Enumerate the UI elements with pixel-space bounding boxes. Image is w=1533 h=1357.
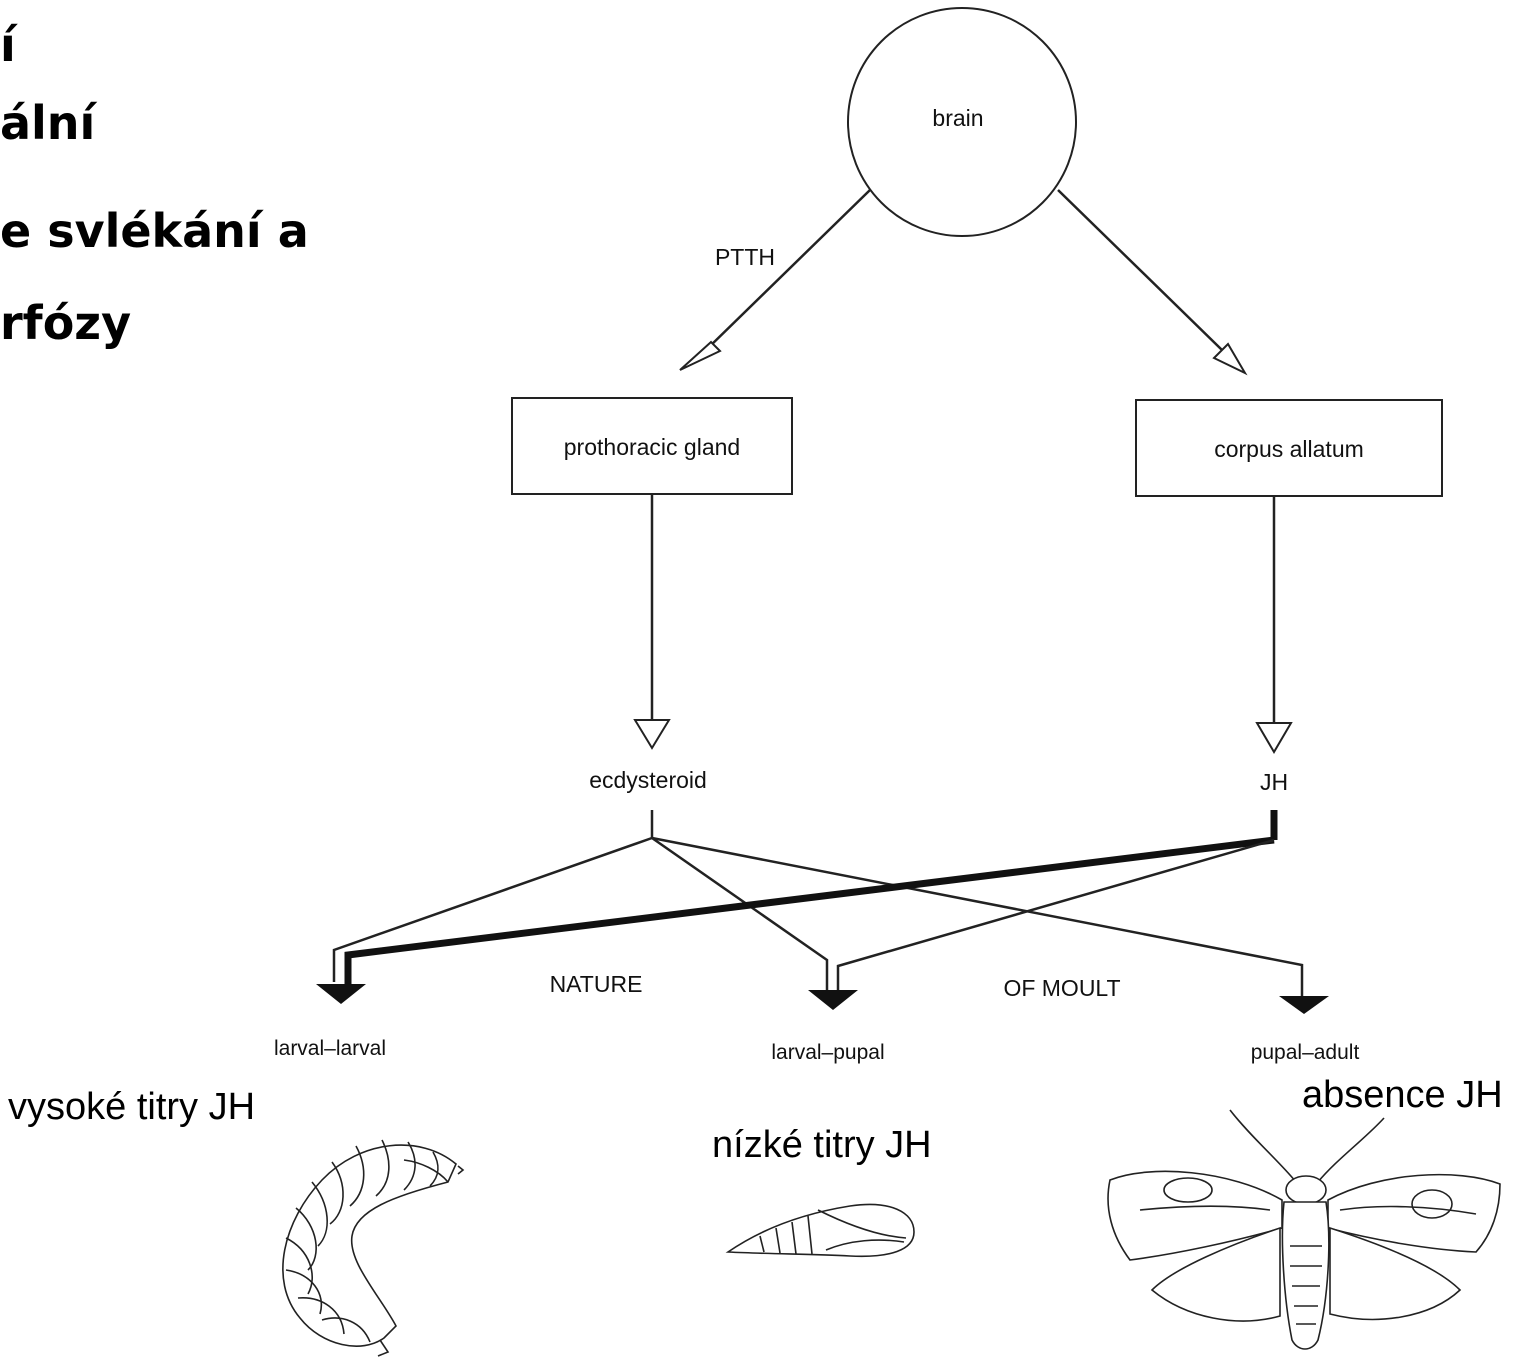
ecdysteroid-to-pupal-adult-line (652, 838, 1302, 996)
low-jh-annotation: nízké titry JH (712, 1124, 932, 1167)
ptth-arrow-line (706, 190, 870, 350)
corpus-allatum-label: corpus allatum (1214, 436, 1364, 462)
high-jh-annotation: vysoké titry JH (8, 1086, 255, 1129)
pupa-illustration (728, 1204, 914, 1256)
ecdysteroid-to-larval-larval-line (334, 838, 652, 982)
ptth-label: PTTH (715, 244, 775, 270)
moth-illustration (1108, 1110, 1500, 1349)
brain-to-corpus-line (1058, 190, 1222, 350)
brain-label: brain (932, 105, 983, 131)
ptth-arrowhead (680, 342, 720, 370)
ecdysteroid-label: ecdysteroid (589, 767, 707, 793)
larval-larval-arrowhead (316, 984, 366, 1004)
absence-jh-annotation: absence JH (1302, 1074, 1503, 1117)
nature-label: NATURE (550, 971, 643, 997)
of-moult-label: OF MOULT (1003, 975, 1120, 1001)
jh-arrowhead (1257, 723, 1291, 752)
pupal-adult-arrowhead (1279, 996, 1329, 1014)
outcome-pupal-adult: pupal–adult (1251, 1041, 1360, 1064)
jh-to-larval-larval-line (348, 840, 1274, 984)
outcome-larval-pupal: larval–pupal (771, 1041, 884, 1064)
larva-illustration (283, 1140, 463, 1356)
larval-pupal-arrowhead (808, 990, 858, 1010)
prothoracic-gland-label: prothoracic gland (564, 434, 740, 460)
jh-label: JH (1260, 769, 1288, 795)
outcome-larval-larval: larval–larval (274, 1037, 386, 1060)
ecdysteroid-arrowhead (635, 720, 669, 748)
